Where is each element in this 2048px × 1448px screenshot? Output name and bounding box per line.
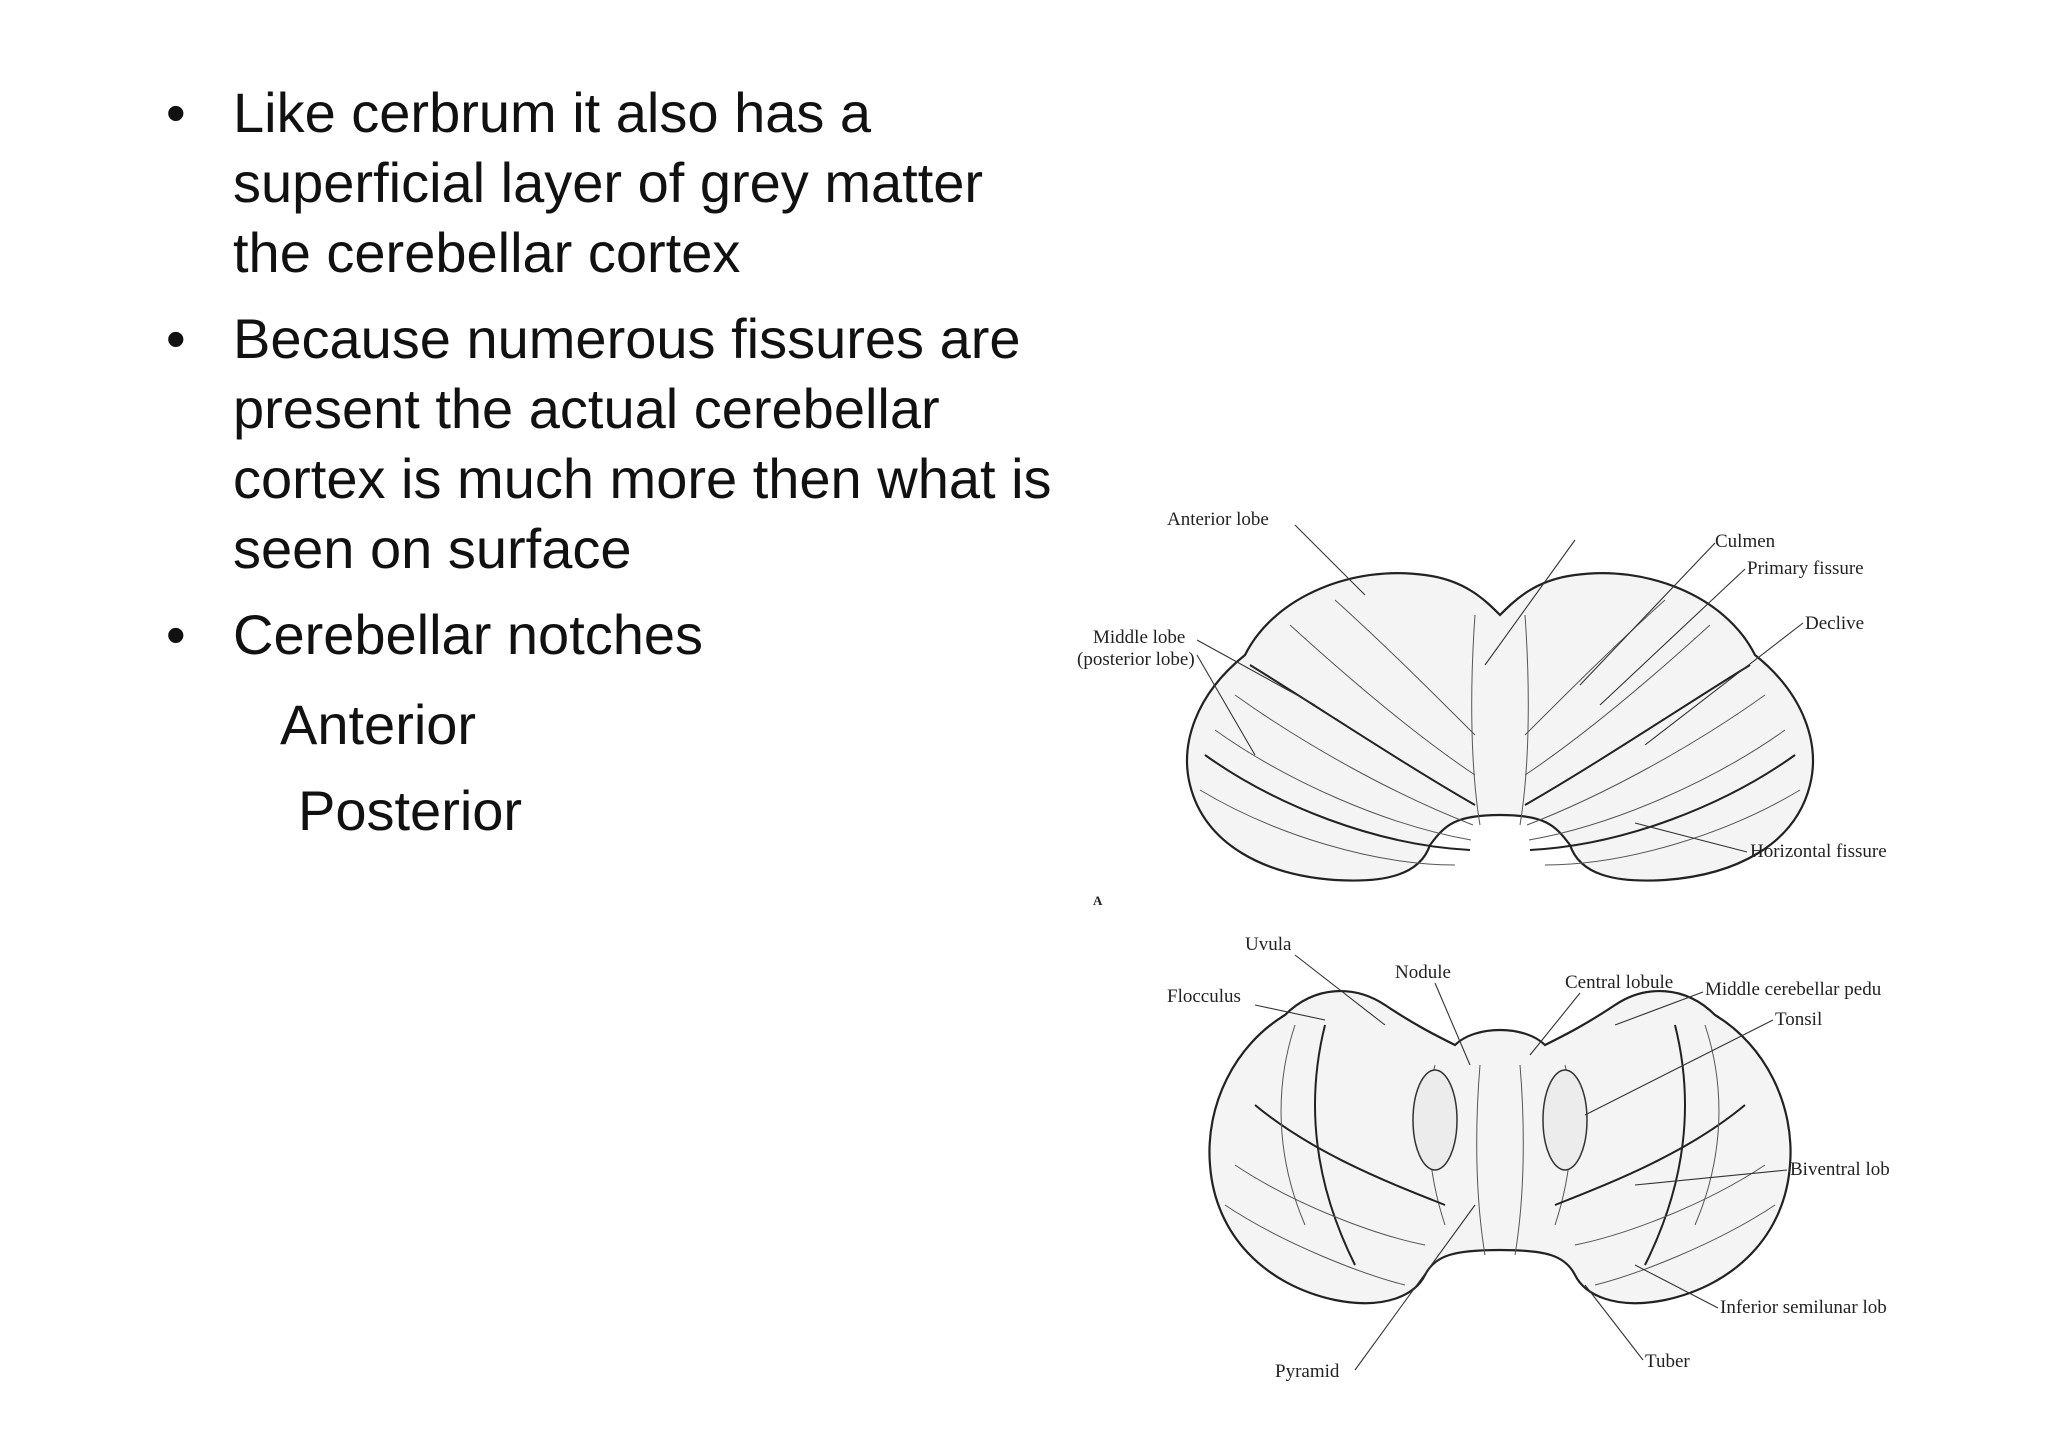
label-declive: Declive [1805, 613, 1864, 634]
label-middle-lobe: Middle lobe [1093, 627, 1185, 648]
cerebellum-figure: Anterior lobe Culmen Primary fissure Dec… [1075, 505, 1925, 1405]
bullet-dot-icon: • [166, 307, 186, 370]
bullet-text: Cerebellar notches [233, 603, 704, 666]
bullet-dot-icon: • [166, 81, 186, 144]
panel-marker: A [1093, 893, 1103, 908]
label-tuber: Tuber [1645, 1351, 1690, 1372]
superior-view [1186, 572, 1814, 882]
inferior-view [1208, 989, 1792, 1305]
label-anterior-lobe: Anterior lobe [1167, 509, 1269, 530]
label-uvula: Uvula [1245, 934, 1292, 955]
cerebellum-diagram: Anterior lobe Culmen Primary fissure Dec… [1077, 509, 1890, 1382]
label-biventral-lobe: Biventral lob [1790, 1159, 1890, 1180]
bullet-item: • Cerebellar notches [160, 600, 1120, 670]
label-middle-cerebellar-peduncle: Middle cerebellar pedu [1705, 979, 1882, 1000]
label-inferior-semilunar-lobe: Inferior semilunar lob [1720, 1297, 1887, 1318]
sub-item-anterior: Anterior [280, 693, 477, 756]
label-central-lobule: Central lobule [1565, 972, 1673, 993]
label-horizontal-fissure: Horizontal fissure [1750, 841, 1887, 862]
bullet-text: Like cerbrum it also has a superficial l… [233, 81, 984, 284]
label-tonsil: Tonsil [1775, 1009, 1822, 1030]
sub-item-posterior: Posterior [298, 779, 523, 842]
bullet-item: • Because numerous fissures are present … [160, 304, 1120, 584]
bullet-list: • Like cerbrum it also has a superficial… [160, 78, 1120, 686]
label-culmen: Culmen [1715, 531, 1776, 552]
label-nodule: Nodule [1395, 962, 1451, 983]
label-primary-fissure: Primary fissure [1747, 558, 1864, 579]
bullet-item: • Like cerbrum it also has a superficial… [160, 78, 1120, 288]
bullet-dot-icon: • [166, 603, 186, 666]
label-pyramid: Pyramid [1275, 1361, 1340, 1382]
bullet-text: Because numerous fissures are present th… [233, 307, 1052, 580]
label-posterior-lobe: (posterior lobe) [1077, 649, 1195, 670]
label-flocculus: Flocculus [1167, 986, 1241, 1007]
